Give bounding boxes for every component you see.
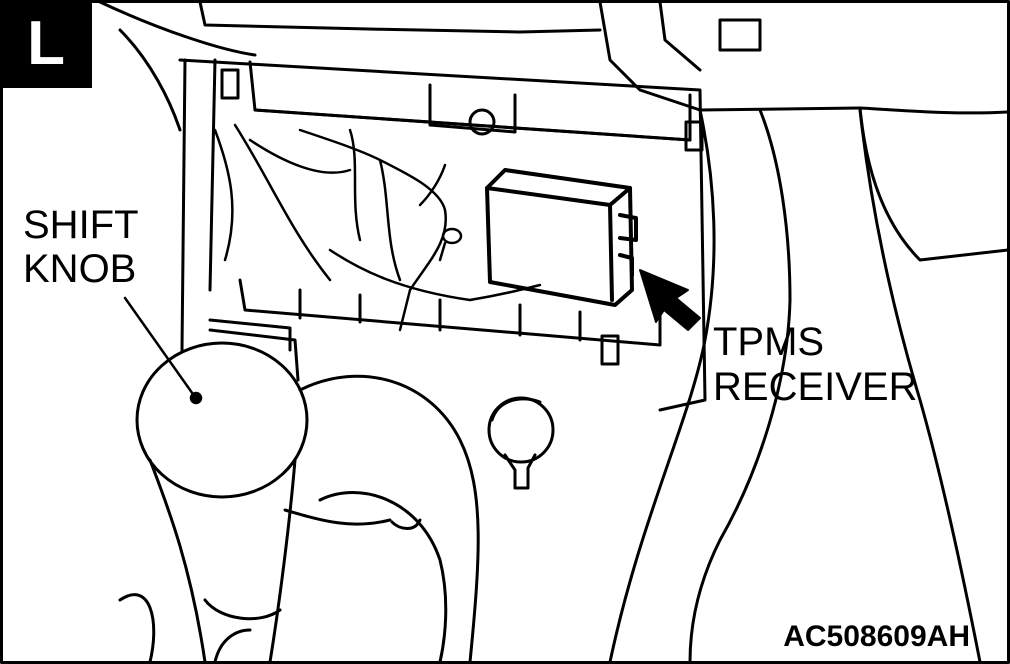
shift-knob-label-line2: KNOB <box>23 247 137 291</box>
wiring-harness <box>213 123 542 332</box>
tpms-receiver-label-line2: RECEIVER <box>713 365 918 409</box>
dashboard-outline <box>98 0 1010 262</box>
console-button <box>487 396 555 490</box>
shift-leader <box>123 296 203 405</box>
shift-knob-label-line1: SHIFT <box>23 203 139 247</box>
tpms-receiver-box <box>485 168 638 307</box>
tpms-arrow <box>639 269 701 331</box>
console-bezel <box>178 58 707 412</box>
figure-id: AC508609AH <box>783 620 970 653</box>
tpms-receiver-label-line1: TPMS <box>713 320 825 364</box>
corner-badge-l: L <box>0 0 92 88</box>
shift-lever <box>118 328 480 664</box>
